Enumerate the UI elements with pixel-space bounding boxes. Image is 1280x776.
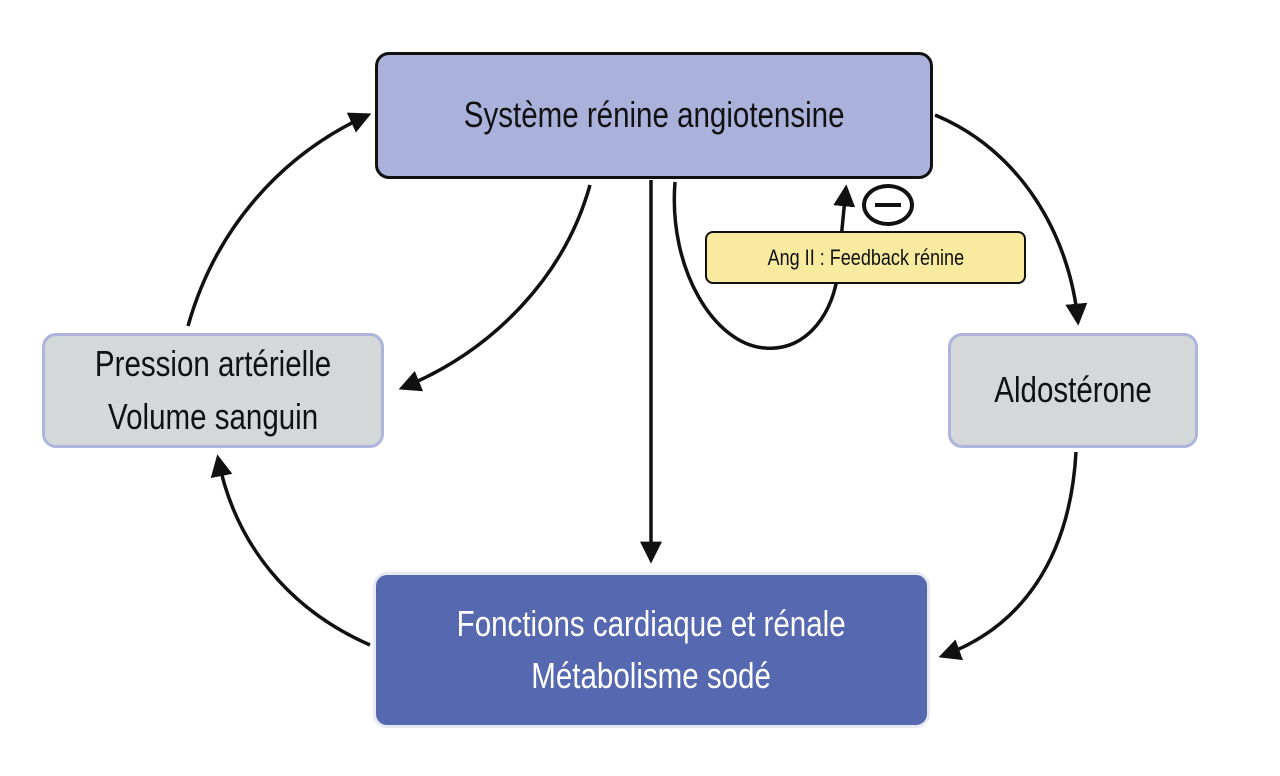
node-cardiac-renal-label: Fonctions cardiaque et rénale — [457, 602, 846, 644]
arrow-ras-to-aldosterone — [934, 113, 1088, 326]
arrow-ras-to-pression — [398, 184, 592, 392]
node-aldosterone: Aldostérone — [948, 333, 1198, 448]
arrow-aldosterone-to-fonctions — [938, 451, 1078, 661]
minus-bar — [875, 203, 901, 207]
negative-feedback-icon — [862, 184, 914, 226]
node-cardiac-renal-functions: Fonctions cardiaque et rénale Métabolism… — [373, 572, 930, 728]
node-sodium-metabolism-label: Métabolisme sodé — [531, 655, 772, 696]
node-aldosterone-label: Aldostérone — [994, 369, 1152, 411]
feedback-label: Ang II : Feedback rénine — [767, 244, 964, 270]
node-renin-angiotensin-system-label: Système rénine angiotensine — [463, 94, 845, 136]
arrow-feedback-loop — [672, 181, 856, 350]
arrow-pression-to-ras — [186, 112, 372, 327]
node-blood-pressure-volume: Pression artérielle Volume sanguin — [42, 333, 384, 448]
feedback-label-box: Ang II : Feedback rénine — [705, 231, 1026, 284]
arrow-fonctions-to-pression — [210, 454, 371, 647]
node-blood-pressure-label: Pression artérielle — [94, 343, 332, 385]
node-blood-volume-label: Volume sanguin — [107, 395, 319, 437]
node-renin-angiotensin-system: Système rénine angiotensine — [375, 52, 933, 179]
